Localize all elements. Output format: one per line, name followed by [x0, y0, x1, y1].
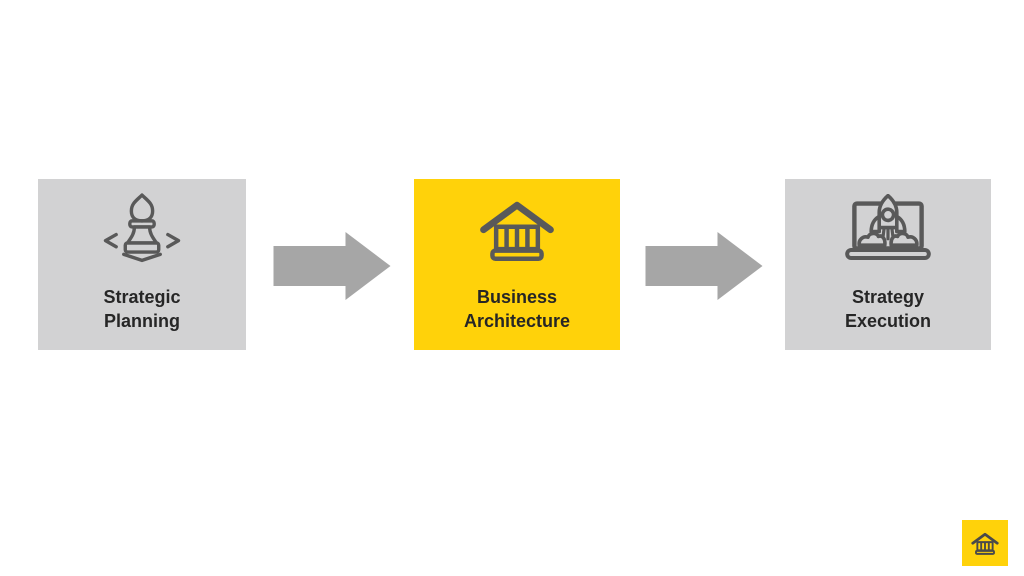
- step-label-strategic-planning: Strategic Planning: [103, 285, 180, 334]
- step-label-line: Strategic: [103, 287, 181, 307]
- step-label-business-architecture: Business Architecture: [464, 285, 570, 334]
- bank-building-logo-icon: [971, 532, 999, 555]
- step-label-line: Architecture: [463, 311, 571, 332]
- step-label-line: Planning: [104, 311, 180, 332]
- step-label-line: Business: [476, 287, 558, 307]
- step-label-line: Execution: [844, 311, 932, 332]
- step-label-strategy-execution: Strategy Execution: [845, 285, 931, 334]
- flow-arrow-right-icon: [645, 232, 763, 300]
- step-box-business-architecture: Business Architecture: [414, 179, 620, 350]
- chess-pawn-strategy-icon: [96, 188, 188, 272]
- bank-logo-badge: [962, 520, 1008, 566]
- bank-building-icon: [476, 188, 558, 272]
- step-box-strategy-execution: Strategy Execution: [785, 179, 991, 350]
- step-label-line: Strategy: [851, 287, 925, 307]
- step-box-strategic-planning: Strategic Planning: [38, 179, 246, 350]
- flow-arrow-right-icon: [273, 232, 391, 300]
- rocket-launch-laptop-icon: [844, 188, 932, 272]
